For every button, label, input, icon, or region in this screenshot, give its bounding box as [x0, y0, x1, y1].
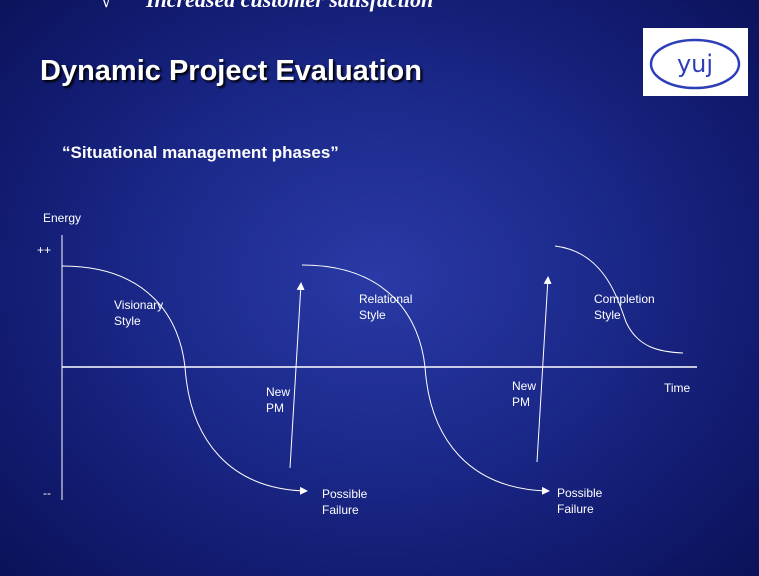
phase-2-style-line1: Relational: [359, 292, 412, 306]
visionary-energy-curve: [61, 265, 186, 368]
previous-slide-text: Increased customer satisfaction: [146, 0, 433, 12]
possible-failure-1-line1: Possible: [322, 487, 368, 501]
checkmark-icon: √: [100, 0, 146, 13]
energy-high-label: ++: [37, 243, 51, 257]
possible-failure-2-line1: Possible: [557, 486, 603, 500]
failure-curve-1: [184, 366, 308, 495]
new-pm-arrow-1: [289, 282, 305, 469]
completion-energy-curve: [554, 245, 684, 354]
yuj-logo: yuj: [643, 28, 748, 96]
energy-low-label: --: [43, 486, 51, 500]
energy-axis-label: Energy: [43, 211, 81, 225]
failure-curve-2: [424, 366, 550, 495]
phase-3-style-line2: Style: [594, 308, 621, 322]
slide-subtitle: “Situational management phases”: [62, 143, 339, 162]
possible-failure-2-line2: Failure: [557, 502, 594, 516]
relational-energy-curve: [301, 264, 426, 368]
new-pm-2-line2: PM: [512, 395, 530, 409]
phase-1-style-line2: Style: [114, 314, 141, 328]
previous-slide-fragment: √Increased customer satisfaction: [100, 0, 540, 13]
new-pm-1-line1: New: [266, 385, 290, 399]
phase-3-style-line1: Completion: [594, 292, 655, 306]
new-pm-1-line2: PM: [266, 401, 284, 415]
new-pm-2-line1: New: [512, 379, 536, 393]
phase-1-style-line1: Visionary: [114, 298, 163, 312]
logo-text: yuj: [677, 50, 713, 78]
phase-2-style-line2: Style: [359, 308, 386, 322]
time-axis-label: Time: [664, 381, 691, 395]
new-pm-arrow-2: [536, 276, 552, 463]
slide-title: Dynamic Project Evaluation: [40, 55, 422, 87]
possible-failure-1-line2: Failure: [322, 503, 359, 517]
